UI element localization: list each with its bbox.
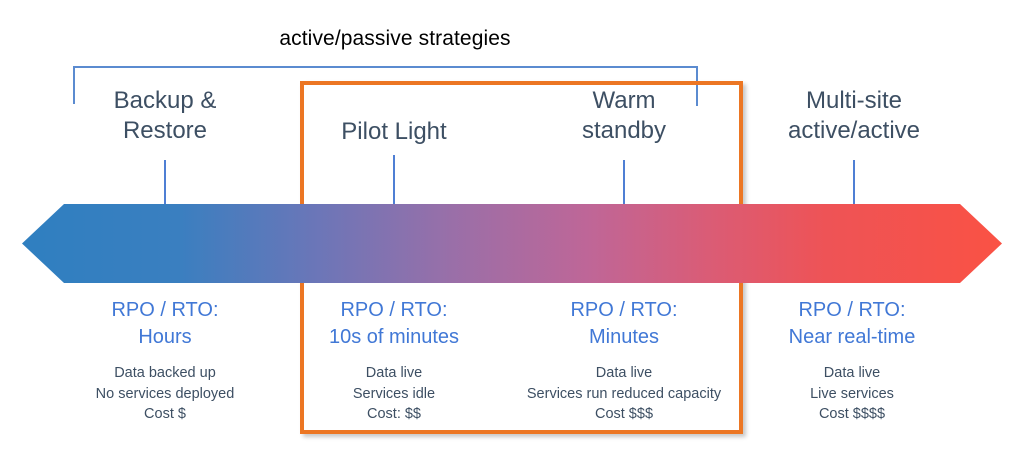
- rpo-details: Data backed up No services deployed Cost…: [95, 365, 235, 423]
- connector-line-backup-restore: [164, 160, 167, 210]
- rpo-details: Data live Services idle Cost: $$: [352, 365, 436, 423]
- rpo-block-multi-site: RPO / RTO: Near real-time Data live Live…: [752, 297, 952, 425]
- strategy-label-backup-restore: Backup & Restore: [113, 87, 217, 145]
- bracket-left-tick: [73, 66, 76, 104]
- rpo-rto-title: RPO / RTO: 10s of minutes: [328, 299, 460, 348]
- bracket-right-tick: [696, 66, 699, 106]
- rpo-details: Data live Services run reduced capacity …: [526, 365, 722, 423]
- connector-line-pilot-light: [393, 155, 396, 210]
- rpo-rto-title: RPO / RTO: Minutes: [570, 299, 678, 348]
- gradient-arrow-bar: [22, 204, 1002, 283]
- connector-line-warm-standby: [623, 160, 626, 210]
- connector-line-multi-site: [853, 160, 856, 210]
- rpo-block-backup-restore: RPO / RTO: Hours Data backed up No servi…: [55, 297, 275, 425]
- rpo-details: Data live Live services Cost $$$$: [810, 365, 894, 423]
- rpo-rto-title: RPO / RTO: Near real-time: [788, 299, 916, 348]
- rpo-block-warm-standby: RPO / RTO: Minutes Data live Services ru…: [508, 297, 740, 425]
- rpo-rto-title: RPO / RTO: Hours: [111, 299, 219, 348]
- strategy-label-warm-standby: Warm standby: [581, 87, 667, 145]
- rpo-block-pilot-light: RPO / RTO: 10s of minutes Data live Serv…: [294, 297, 494, 425]
- strategy-label-multi-site: Multi-site active/active: [787, 87, 921, 145]
- strategy-label-pilot-light: Pilot Light: [341, 118, 447, 145]
- bracket-title: active/passive strategies: [279, 27, 511, 50]
